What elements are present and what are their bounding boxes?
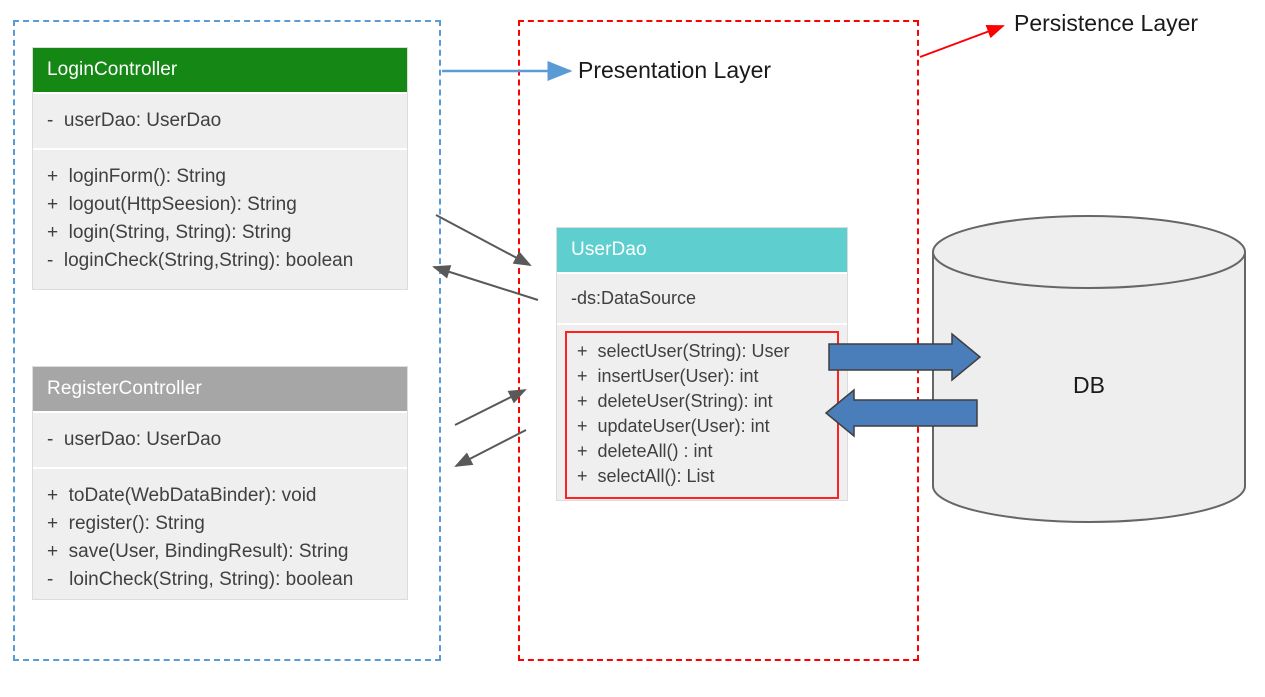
- method-row: + selectUser(String): User: [577, 341, 790, 361]
- field-row: -ds:DataSource: [571, 288, 697, 308]
- method-row: + register(): String: [47, 513, 205, 534]
- methods-compartment-login-controller: + loginForm(): String + logout(HttpSeesi…: [33, 148, 407, 288]
- association-register-to-userdao: [454, 389, 527, 426]
- method-row: - loinCheck(String, String): boolean: [47, 569, 354, 590]
- database-cylinder-icon: [932, 215, 1246, 523]
- method-row: + logout(HttpSeesion): String: [47, 194, 297, 215]
- class-title-user-dao: UserDao: [557, 228, 847, 272]
- method-row: + selectAll(): List: [577, 466, 715, 486]
- method-row: - loginCheck(String,String): boolean: [47, 250, 354, 271]
- methods-compartment-user-dao: + selectUser(String): User + insertUser(…: [557, 323, 847, 507]
- persistence-layer-pointer-arrow: [919, 25, 1005, 58]
- fields-compartment-register-controller: - userDao: UserDao: [33, 411, 407, 467]
- class-box-user-dao[interactable]: UserDao -ds:DataSource + selectUser(Stri…: [556, 227, 848, 501]
- database-label: DB: [1073, 372, 1105, 398]
- method-row: + loginForm(): String: [47, 166, 226, 187]
- field-row: - userDao: UserDao: [47, 110, 222, 131]
- method-row: + toDate(WebDataBinder): void: [47, 485, 317, 506]
- association-userdao-to-register: [454, 429, 527, 467]
- class-box-login-controller[interactable]: LoginController - userDao: UserDao + log…: [32, 47, 408, 290]
- class-title-register-controller: RegisterController: [33, 367, 407, 411]
- method-row: + updateUser(User): int: [577, 416, 770, 436]
- field-row: - userDao: UserDao: [47, 429, 222, 450]
- persistence-layer-label: Persistence Layer: [1014, 10, 1199, 36]
- fields-compartment-user-dao: -ds:DataSource: [557, 272, 847, 323]
- method-row: + deleteAll() : int: [577, 441, 713, 461]
- presentation-layer-label: Presentation Layer: [578, 57, 772, 83]
- presentation-layer-boundary: [13, 20, 441, 661]
- association-login-to-userdao: [435, 214, 532, 266]
- method-row: + login(String, String): String: [47, 222, 292, 243]
- highlighted-methods-box: + selectUser(String): User + insertUser(…: [565, 331, 839, 499]
- class-title-login-controller: LoginController: [33, 48, 407, 92]
- method-row: + save(User, BindingResult): String: [47, 541, 349, 562]
- method-row: + insertUser(User): int: [577, 366, 759, 386]
- fields-compartment-login-controller: - userDao: UserDao: [33, 92, 407, 148]
- methods-compartment-register-controller: + toDate(WebDataBinder): void + register…: [33, 467, 407, 607]
- method-row: + deleteUser(String): int: [577, 391, 773, 411]
- class-box-register-controller[interactable]: RegisterController - userDao: UserDao + …: [32, 366, 408, 600]
